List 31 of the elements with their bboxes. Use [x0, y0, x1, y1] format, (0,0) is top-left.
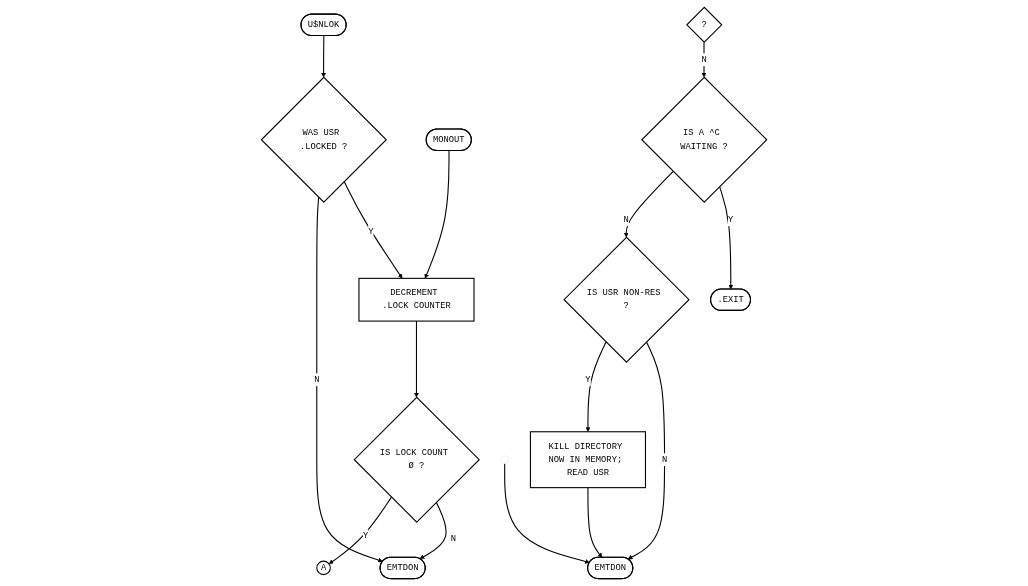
- arrow: [316, 196, 383, 563]
- node-diamond: IS USR NON-RES ?: [563, 236, 690, 363]
- arrow: [585, 341, 607, 432]
- node-diamond: IS A ^C WAITING ?: [641, 76, 768, 203]
- arrow: [419, 501, 447, 560]
- edge-label: N: [450, 533, 456, 544]
- node-diamond: IS LOCK COUNT Ø ?: [353, 396, 480, 523]
- node-diamond: ?: [686, 6, 723, 44]
- arrow: [328, 496, 392, 565]
- arrow: [718, 186, 734, 290]
- arrow: [701, 41, 707, 78]
- arrow: [627, 341, 666, 560]
- edge-label: Y: [585, 374, 591, 385]
- arrow: [623, 170, 674, 238]
- edge-label: Y: [727, 214, 734, 225]
- edge-label: N: [314, 374, 320, 385]
- arrow: [504, 463, 590, 564]
- node-circle: A: [316, 560, 331, 576]
- arrow: [587, 487, 603, 558]
- node-diamond: WAS USR .LOCKED ?: [260, 76, 387, 203]
- arrow: [414, 320, 419, 398]
- node-box: KILL DIRECTORY NOW IN MEMORY; READ USR: [529, 431, 646, 489]
- arrow: [343, 181, 403, 279]
- edge-label: N: [661, 454, 668, 465]
- edge-label: N: [623, 214, 629, 225]
- edge-label: N: [701, 54, 707, 65]
- node-box: DECREMENT .LOCK COUNTER: [358, 277, 475, 322]
- arrow: [424, 150, 450, 279]
- edge-label: Y: [368, 226, 374, 237]
- arrow: [321, 35, 326, 78]
- edge-label: Y: [362, 530, 369, 541]
